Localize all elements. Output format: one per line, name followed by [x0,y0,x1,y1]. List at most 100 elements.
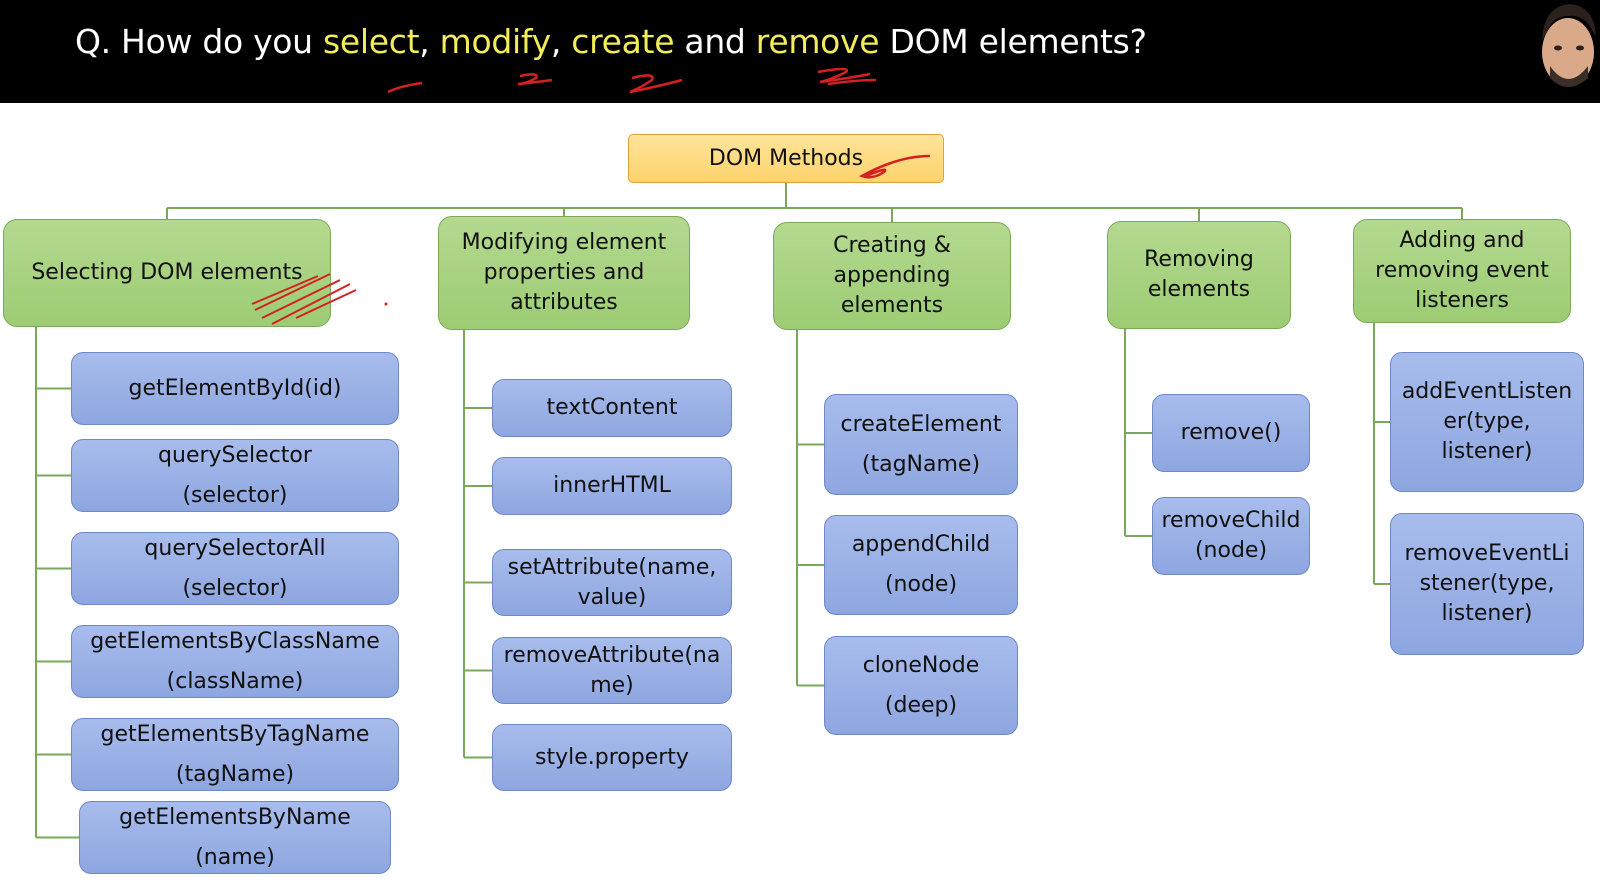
method-label: querySelectorAll (selector) [144,529,325,609]
method-label-line: er(type, [1443,409,1531,434]
method-node: getElementsByClassName (className) [71,625,399,698]
method-label: innerHTML [553,471,671,501]
method-label-line: listener) [1441,439,1533,464]
method-label-line: cloneNode [862,652,980,678]
method-label-line: removeChild [1161,508,1301,533]
method-label: addEventListen er(type, listener) [1402,377,1572,467]
method-node: cloneNode (deep) [824,636,1018,735]
method-label-line: getElementsByName [119,804,351,830]
method-label: getElementsByTagName (tagName) [101,715,370,795]
category-label-line: elements [840,293,944,318]
category-label-line: Adding and [1399,228,1525,253]
method-label-line: textContent [546,395,678,420]
method-label-line: stener(type, [1419,571,1555,596]
method-node: style.property [492,724,732,791]
keyword-create: create [571,22,675,61]
method-label-line: removeAttribute(na [503,642,721,668]
title-bar: Q. How do you select, modify, create and… [0,0,1600,103]
method-label-line: me) [590,672,634,698]
method-node: removeEventLi stener(type, listener) [1390,513,1584,655]
method-label-line: value) [577,584,647,610]
category-label-line: removing event [1375,258,1549,283]
method-node: addEventListen er(type, listener) [1390,352,1584,492]
method-label-line: (className) [166,668,304,694]
method-label-line: remove() [1180,420,1282,445]
method-label-line: removeEventLi [1404,541,1570,566]
method-label-line: (deep) [884,692,958,718]
method-label-line: (tagName) [175,761,295,787]
question-text: DOM elements? [879,22,1147,61]
method-node: textContent [492,379,732,437]
method-label: removeEventLi stener(type, listener) [1405,539,1570,629]
method-label: querySelector(selector) [158,436,312,516]
method-label-line: createElement [840,411,1002,437]
question-text: , [419,22,440,61]
question-title: Q. How do you select, modify, create and… [75,22,1147,61]
category-label-line: Selecting DOM elements [31,260,303,285]
method-label-line: (selector) [182,482,288,508]
method-label: getElementsByName (name) [119,798,351,878]
method-node: removeChild (node) [1152,497,1310,575]
category-label-line: appending [833,263,951,288]
method-node: appendChild(node) [824,515,1018,615]
method-label: style.property [535,743,689,773]
question-text: Q. How do you [75,22,323,61]
method-node: setAttribute(name, value) [492,549,732,616]
method-node: innerHTML [492,457,732,515]
category-label: Adding and removing event listeners [1375,226,1549,316]
method-label: getElementById(id) [128,374,341,404]
category-node: Adding and removing event listeners [1353,219,1571,323]
category-label-line: attributes [510,290,618,315]
method-label-line: addEventListen [1401,379,1573,404]
category-label-line: Modifying element [461,230,667,255]
method-label: remove() [1181,418,1282,448]
method-label-line: setAttribute(name, [507,554,717,580]
method-label-line: (node) [884,572,958,597]
method-label-line: listener) [1441,601,1533,626]
method-label: textContent [547,393,678,423]
method-node: getElementsByTagName (tagName) [71,718,399,791]
method-label-line: (name) [195,844,275,870]
category-label: Modifying element properties and attribute… [462,228,667,318]
question-text: , [550,22,572,61]
category-label: Creating & appending elements [833,231,951,321]
keyword-select: select [323,22,420,61]
category-label-line: properties and [483,260,645,285]
method-node: remove() [1152,394,1310,472]
category-node: Creating & appending elements [773,222,1011,330]
method-label-line: (node) [1194,538,1268,563]
category-label-line: Creating & [833,233,951,258]
method-node: getElementsByName (name) [79,801,391,874]
method-node: querySelector(selector) [71,439,399,512]
category-label-line: listeners [1415,288,1509,313]
method-label: getElementsByClassName (className) [90,622,380,702]
keyword-modify: modify [439,22,552,61]
presenter-avatar [1542,4,1596,87]
method-label: removeAttribute(na me) [504,641,721,701]
method-label: createElement (tagName) [841,405,1002,485]
method-label-line: style.property [535,744,689,770]
method-label-line: querySelectorAll [144,535,326,561]
method-label: appendChild(node) [852,525,990,605]
method-label-line: getElementsByTagName [100,721,370,747]
category-node: Selecting DOM elements [3,219,331,327]
method-node: querySelectorAll (selector) [71,532,399,605]
category-label-line: elements [1147,277,1251,302]
root-node-label: DOM Methods [708,145,864,171]
keyword-remove: remove [755,22,880,61]
method-node: getElementById(id) [71,352,399,425]
method-label-line: (selector) [182,575,288,601]
method-label-line: getElementById(id) [128,375,342,401]
method-node: createElement (tagName) [824,394,1018,495]
method-label: removeChild (node) [1161,506,1300,566]
method-label-line: (tagName) [861,451,981,477]
method-label: cloneNode (deep) [863,646,980,726]
method-label-line: innerHTML [553,473,671,498]
category-node: Modifying element properties and attribute… [438,216,690,330]
method-label-line: getElementsByClassName [90,628,380,654]
method-label: setAttribute(name, value) [508,553,717,613]
root-node: DOM Methods [628,134,944,183]
